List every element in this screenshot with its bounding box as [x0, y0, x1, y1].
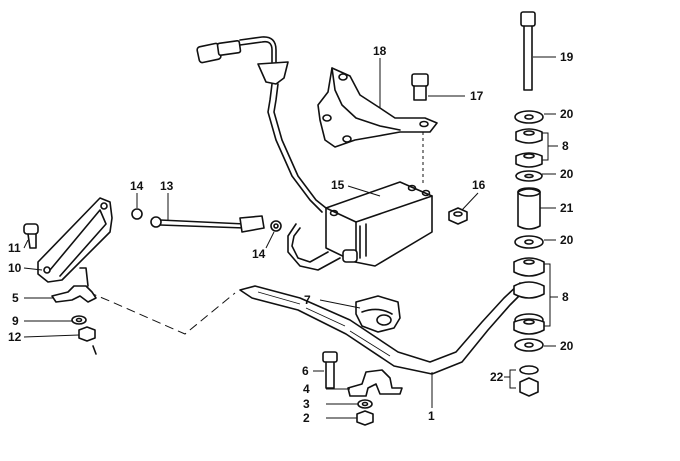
callout-20-c: 20 — [560, 233, 574, 247]
callout-14-right: 14 — [252, 247, 266, 261]
actuator-unit — [325, 181, 433, 267]
bolt-6 — [322, 351, 338, 389]
callout-12: 12 — [8, 330, 22, 344]
nut-16 — [448, 207, 468, 225]
cable-route-dashed — [87, 291, 236, 335]
callout-20-a: 20 — [560, 107, 574, 121]
callout-22: 22 — [490, 370, 504, 384]
left-lever-bracket — [23, 197, 113, 283]
rubber-mount — [355, 295, 401, 333]
clamp-left — [51, 267, 97, 303]
callout-9: 9 — [12, 314, 19, 328]
link-rod — [131, 208, 282, 233]
nut-2 — [356, 410, 374, 426]
callout-10: 10 — [8, 261, 22, 275]
callout-18: 18 — [373, 44, 387, 58]
callout-15: 15 — [331, 178, 345, 192]
callout-21: 21 — [560, 201, 574, 215]
clamp-4 — [347, 369, 403, 397]
callout-7: 7 — [304, 293, 311, 307]
callout-8-lower: 8 — [562, 290, 569, 304]
mounting-bracket — [317, 67, 438, 148]
right-bushing-stack — [513, 110, 545, 397]
washer-9 — [71, 315, 87, 325]
callout-16: 16 — [472, 178, 486, 192]
callout-1: 1 — [428, 409, 435, 423]
callout-5: 5 — [12, 291, 19, 305]
nut-12 — [78, 326, 97, 355]
callout-19: 19 — [560, 50, 574, 64]
callout-4: 4 — [303, 382, 310, 396]
callout-6: 6 — [302, 364, 309, 378]
callout-3: 3 — [303, 397, 310, 411]
leader-lines — [23, 56, 558, 419]
long-bolt — [520, 11, 536, 91]
washer-3 — [357, 399, 373, 409]
callout-14-left: 14 — [130, 179, 144, 193]
callout-11: 11 — [8, 241, 21, 255]
callout-2: 2 — [303, 411, 310, 425]
wiring-harness — [196, 36, 341, 271]
callout-17: 17 — [470, 89, 484, 103]
callout-20-b: 20 — [560, 167, 574, 181]
callout-13: 13 — [160, 179, 174, 193]
callout-8-upper: 8 — [562, 139, 569, 153]
callout-labels: 1 2 3 4 5 6 7 8 8 9 10 11 12 13 14 14 15… — [8, 44, 574, 425]
callout-20-d: 20 — [560, 339, 574, 353]
bolt-17 — [411, 73, 429, 101]
